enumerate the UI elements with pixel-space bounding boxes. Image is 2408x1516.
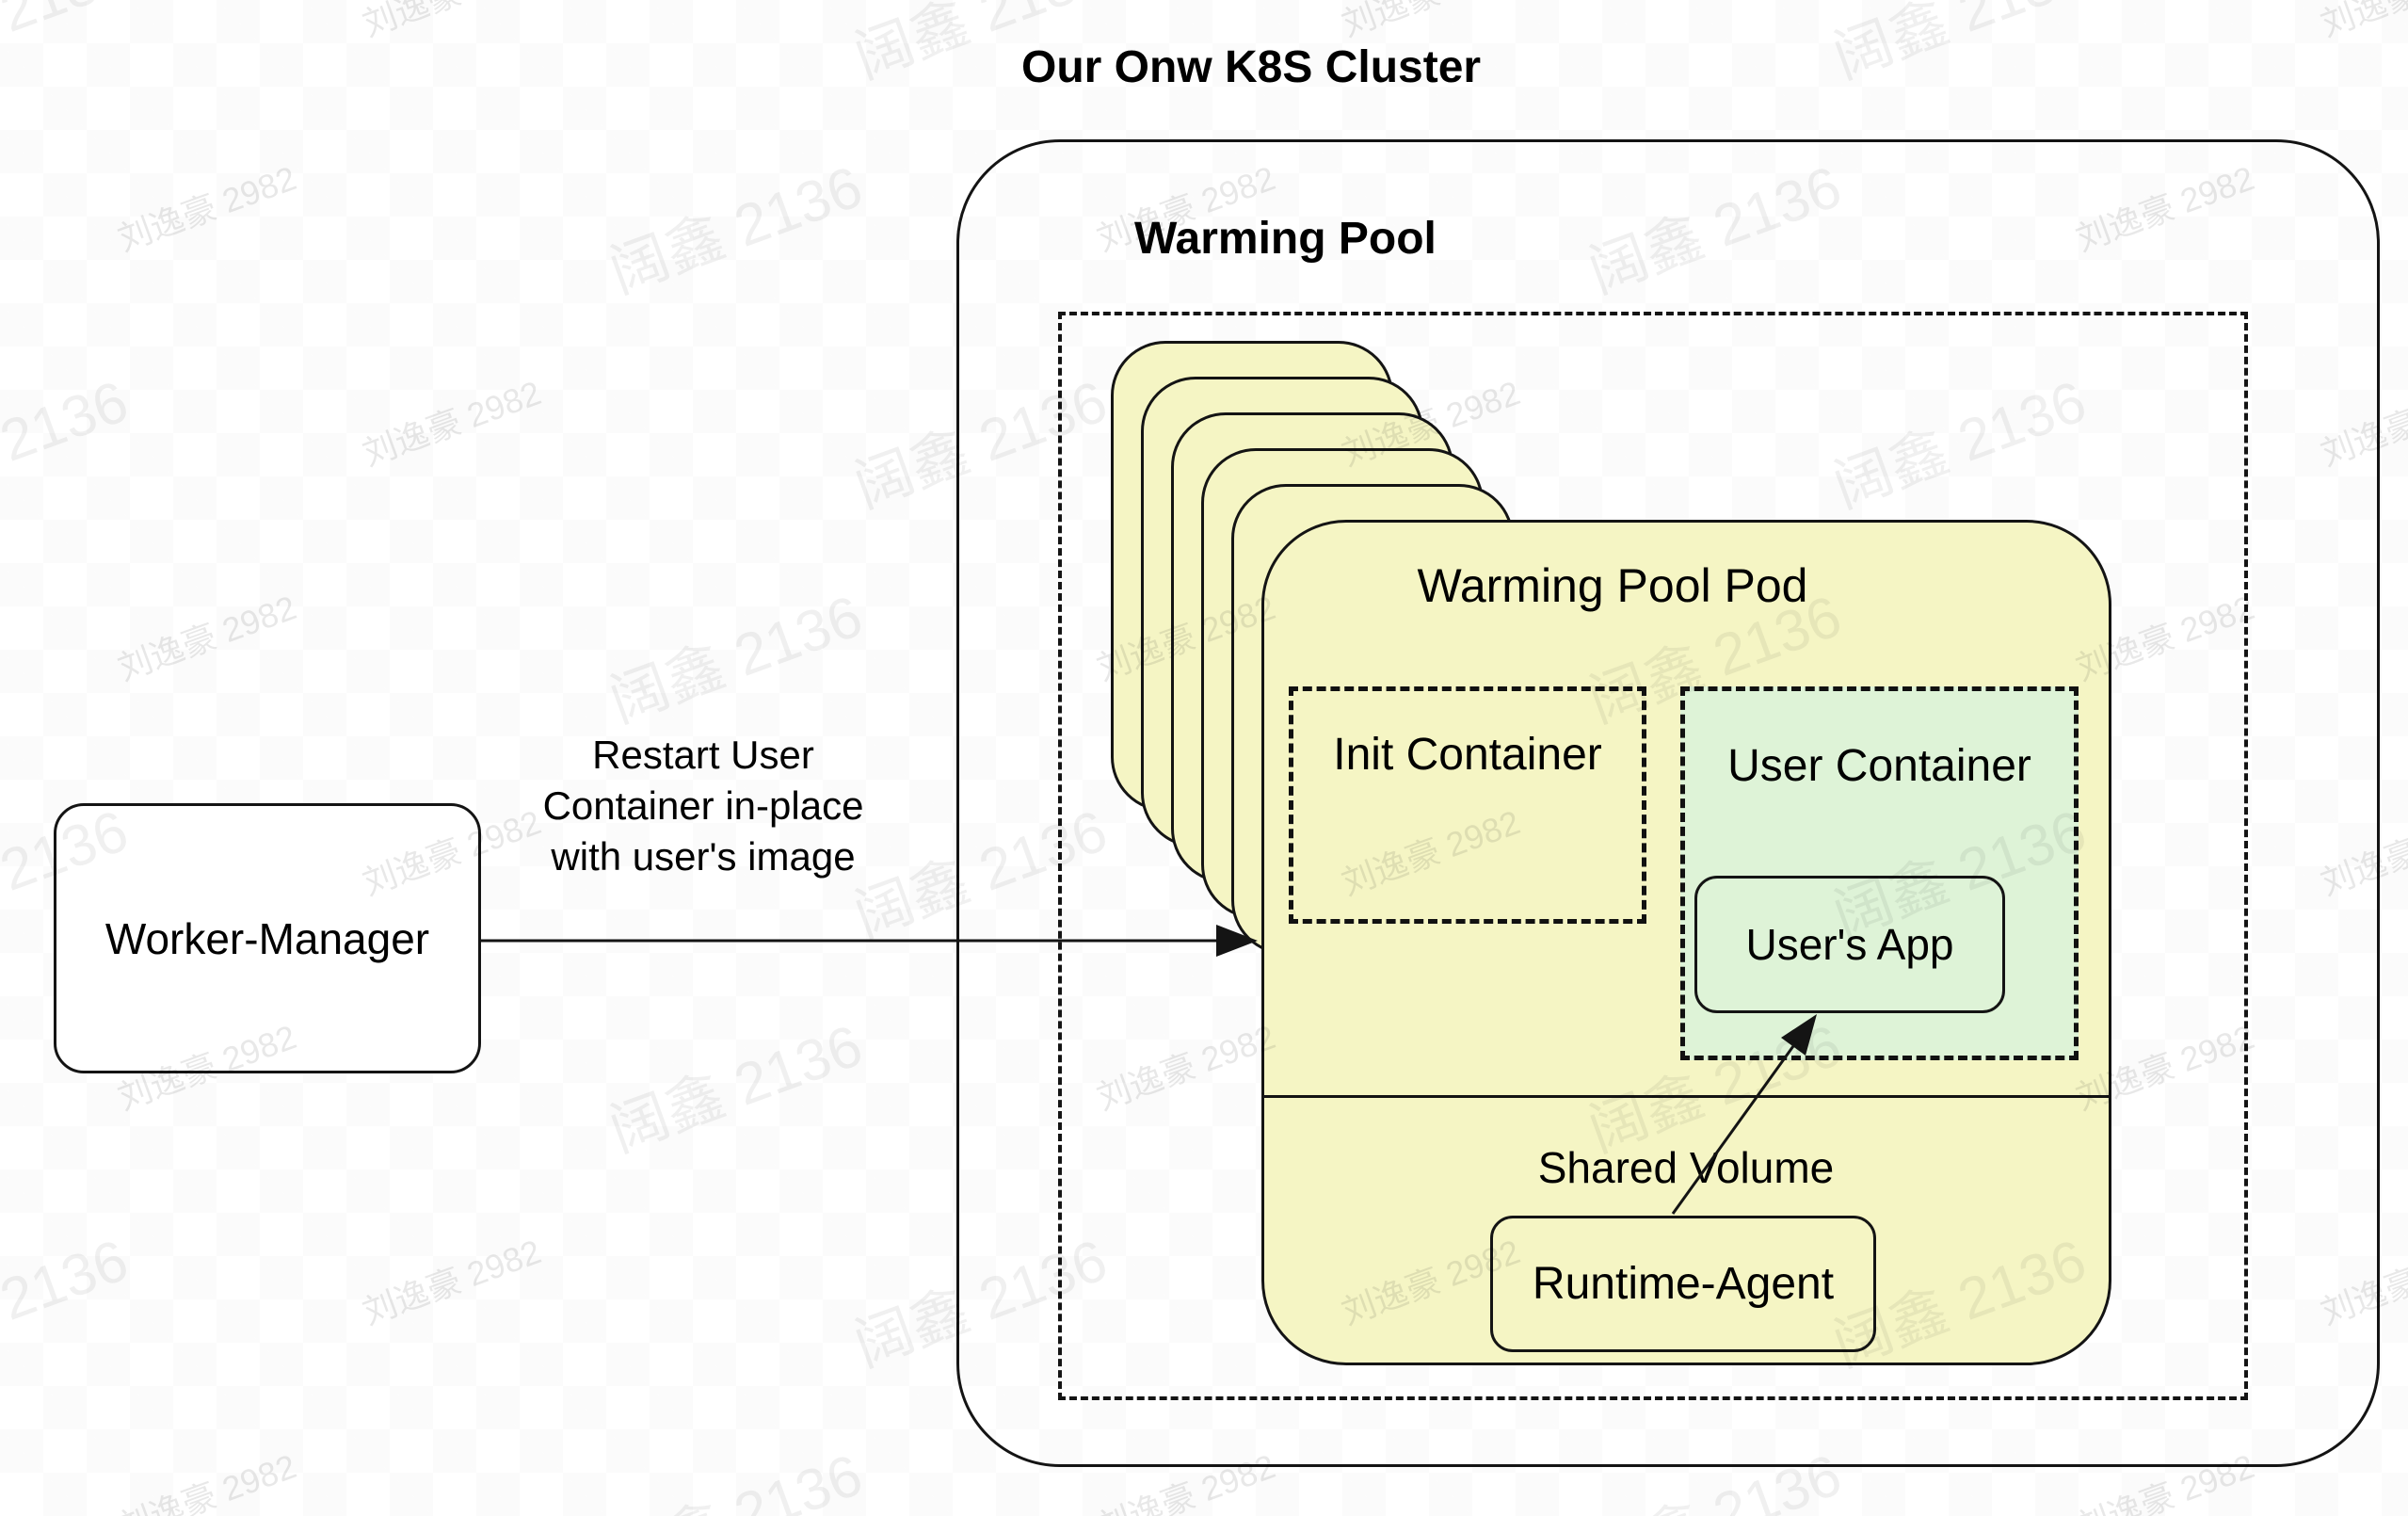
restart-arrow-label-line1: Restart User <box>592 733 814 777</box>
shared-volume-label: Shared Volume <box>1537 1143 1835 1192</box>
watermark-text-large: 阔鑫 2136 <box>0 1227 136 1379</box>
watermark-text-large: 阔鑫 2136 <box>0 0 137 94</box>
init-container-label: Init Container <box>1333 730 1602 780</box>
page-title: Our Onw K8S Cluster <box>1021 42 1482 92</box>
runtime-agent-label: Runtime-Agent <box>1532 1259 1835 1309</box>
watermark-text-small: 刘逸豪 2982 <box>357 373 546 474</box>
watermark-text-large: 阔鑫 2136 <box>0 368 136 520</box>
watermark-text-small: 刘逸豪 2982 <box>2313 0 2408 46</box>
watermark-text-large: 阔鑫 2136 <box>601 153 871 306</box>
user-container-box: User Container User's App <box>1680 686 2079 1060</box>
pod-divider-line <box>1264 1095 2109 1098</box>
watermark-text-large: 阔鑫 2136 <box>1824 0 2095 91</box>
user-container-label: User Container <box>1727 741 2031 791</box>
watermark-text-small: 刘逸豪 2982 <box>112 1446 301 1516</box>
watermark-text-large: 阔鑫 2136 <box>601 1012 871 1165</box>
worker-manager-box: Worker-Manager <box>54 803 481 1073</box>
worker-manager-label: Worker-Manager <box>104 913 430 963</box>
warming-pool-label: Warming Pool <box>1134 214 1437 264</box>
restart-arrow-label-line3: with user's image <box>551 834 856 879</box>
watermark-text-small: 刘逸豪 2982 <box>112 158 301 259</box>
watermark-text-large: 阔鑫 2136 <box>601 583 871 735</box>
watermark-text-small: 刘逸豪 2982 <box>355 0 547 46</box>
users-app-label: User's App <box>1745 920 1954 969</box>
watermark-text-small: 刘逸豪 2982 <box>1334 0 1526 46</box>
k8s-cluster-box <box>956 139 2380 1467</box>
runtime-agent-box: Runtime-Agent <box>1490 1216 1876 1352</box>
watermark-text-small: 刘逸豪 2982 <box>112 588 301 688</box>
restart-arrow-label: Restart User Container in-place with use… <box>444 730 962 882</box>
users-app-box: User's App <box>1694 876 2005 1013</box>
pod-title: Warming Pool Pod <box>1417 559 1808 612</box>
warming-pool-dashed-box <box>1058 312 2248 1400</box>
warming-pool-pod: Warming Pool Pod Init Container User Con… <box>1261 520 2111 1365</box>
watermark-text-large: 阔鑫 2136 <box>596 1427 872 1516</box>
init-container-box: Init Container <box>1289 686 1646 924</box>
restart-arrow-label-line2: Container in-place <box>542 783 864 828</box>
watermark-text-small: 刘逸豪 2982 <box>357 1232 546 1332</box>
